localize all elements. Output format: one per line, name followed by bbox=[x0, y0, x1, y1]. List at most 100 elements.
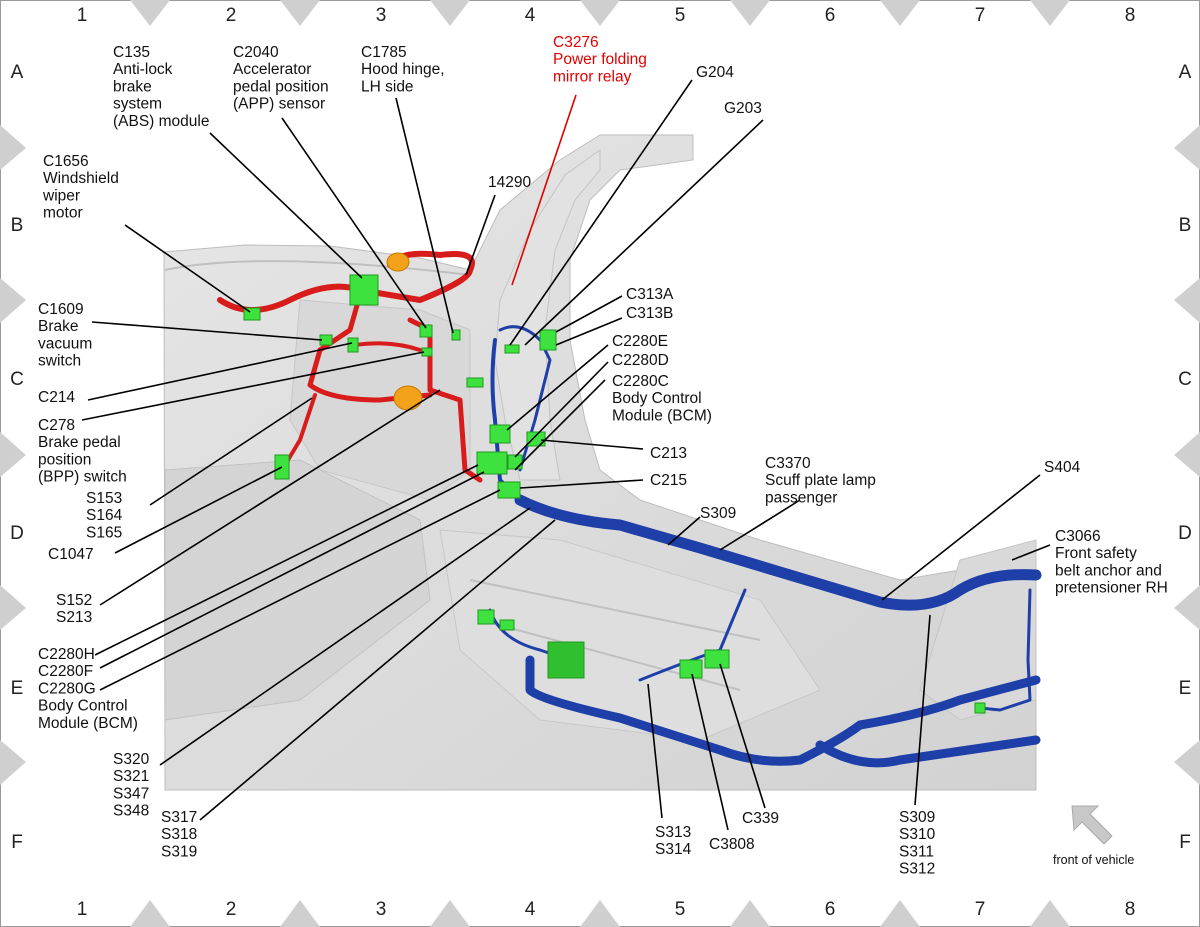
left-floor bbox=[164, 459, 431, 721]
blue-harness-pillar bbox=[490, 338, 517, 497]
callout-n14290-line: 14290 bbox=[488, 174, 531, 191]
leader-c2280h bbox=[94, 464, 479, 656]
bottom-diamond-5 bbox=[730, 900, 770, 927]
col-label-top-7: 7 bbox=[975, 5, 986, 26]
row-label-left-c: C bbox=[10, 369, 24, 390]
callout-c213-line: C213 bbox=[650, 445, 687, 462]
connectors bbox=[243, 274, 986, 714]
leader-c2280f bbox=[99, 471, 485, 669]
col-label-top-2: 2 bbox=[226, 5, 237, 26]
callout-c3276-line: Power folding bbox=[553, 51, 647, 68]
leader-s404 bbox=[881, 474, 1041, 601]
callout-s404-line: S404 bbox=[1044, 459, 1081, 476]
top-diamond-3 bbox=[430, 0, 470, 26]
callout-c1609-line: vacuum bbox=[38, 335, 92, 352]
leader-c213 bbox=[540, 439, 644, 450]
callout-c278-line: position bbox=[38, 451, 91, 468]
callout-c1047-line: C1047 bbox=[48, 546, 94, 563]
blue-harness bbox=[488, 325, 1042, 768]
red-harness-main bbox=[217, 250, 475, 313]
callout-c214: C214 bbox=[38, 389, 75, 406]
callout-c135-line: (ABS) module bbox=[113, 113, 209, 130]
red-harness-branch-1 bbox=[307, 292, 433, 403]
callout-c2280c-line: C2280C bbox=[612, 373, 669, 390]
leader-c1609 bbox=[91, 321, 323, 341]
row-label-right-d: D bbox=[1178, 523, 1192, 544]
callout-c2280h-line: Body Control bbox=[38, 698, 128, 715]
red-harness-branch-4 bbox=[353, 341, 422, 352]
callout-c313b: C313B bbox=[626, 305, 673, 322]
connector-c3808 bbox=[679, 659, 703, 679]
row-label-left-a: A bbox=[11, 62, 24, 83]
leader-c3066 bbox=[1011, 544, 1051, 561]
leader-s153 bbox=[149, 397, 313, 506]
callout-g204: G204 bbox=[696, 64, 734, 81]
callout-g203-line: G203 bbox=[724, 100, 762, 117]
bottom-diamond-4 bbox=[580, 900, 620, 927]
callout-s309a: S309 bbox=[700, 505, 736, 522]
grommet-lower bbox=[393, 385, 423, 411]
callout-c2280e: C2280E bbox=[612, 333, 668, 350]
callout-s153-line: S165 bbox=[86, 524, 122, 541]
leader-s320 bbox=[159, 507, 531, 766]
callout-c1047: C1047 bbox=[48, 546, 94, 563]
connector-c1785 bbox=[451, 329, 461, 341]
col-label-top-8: 8 bbox=[1125, 5, 1136, 26]
callout-c339-line: C339 bbox=[742, 810, 779, 827]
callout-s320-line: S320 bbox=[113, 751, 150, 768]
top-diamond-7 bbox=[1030, 0, 1070, 26]
callout-c2280h-line: C2280F bbox=[38, 663, 93, 680]
grommets bbox=[386, 252, 423, 411]
connector-c2280h bbox=[476, 451, 508, 475]
leader-c3276 bbox=[511, 94, 577, 286]
callout-s317-line: S319 bbox=[161, 843, 197, 860]
callout-s309b-line: S312 bbox=[899, 861, 935, 878]
connector-s152 bbox=[466, 377, 484, 388]
right-diamond-3 bbox=[1174, 432, 1200, 477]
callout-s152-line: S213 bbox=[56, 609, 92, 626]
callout-c3066-line: belt anchor and bbox=[1055, 562, 1162, 579]
callout-s313-line: S314 bbox=[655, 841, 692, 858]
col-label-bottom-1: 1 bbox=[77, 899, 88, 920]
callout-c3066-line: pretensioner RH bbox=[1055, 580, 1168, 597]
callout-c135-line: brake bbox=[113, 78, 152, 95]
col-label-bottom-8: 8 bbox=[1125, 899, 1136, 920]
row-label-left-f: F bbox=[11, 832, 23, 853]
leader-c313b bbox=[555, 317, 623, 346]
leader-c3808 bbox=[691, 673, 729, 831]
bottom-diamond-2 bbox=[280, 900, 320, 927]
leader-c2280d bbox=[514, 361, 609, 458]
grid-labels: 1 2 3 4 5 6 7 8 1 2 3 4 5 6 7 8 A B C D … bbox=[10, 5, 1192, 920]
callout-g204-line: G204 bbox=[696, 64, 734, 81]
leader-lines bbox=[81, 79, 1051, 831]
callout-c2040-line: C2040 bbox=[233, 44, 279, 61]
callout-c1656-line: motor bbox=[43, 205, 83, 222]
col-label-top-6: 6 bbox=[825, 5, 836, 26]
callout-c3808: C3808 bbox=[709, 836, 755, 853]
callout-c1609-line: switch bbox=[38, 353, 81, 370]
leader-c278 bbox=[81, 351, 425, 421]
leader-g204 bbox=[509, 79, 693, 346]
callout-s320-line: S347 bbox=[113, 785, 149, 802]
leader-c1047 bbox=[114, 466, 283, 554]
left-diamond-5 bbox=[0, 740, 26, 785]
connector-floor-1 bbox=[477, 609, 495, 625]
callout-s309b-line: S309 bbox=[899, 809, 935, 826]
callout-c2280h-line: C2280H bbox=[38, 646, 95, 663]
front-of-vehicle-label: front of vehicle bbox=[1053, 853, 1134, 867]
callout-c278-line: (BPP) switch bbox=[38, 469, 127, 486]
callout-s309b-line: S311 bbox=[899, 843, 934, 860]
callout-c313a-line: C313A bbox=[626, 286, 674, 303]
connector-c214 bbox=[347, 337, 359, 353]
leader-c313a bbox=[555, 295, 623, 333]
callout-s313-line: S313 bbox=[655, 824, 691, 841]
